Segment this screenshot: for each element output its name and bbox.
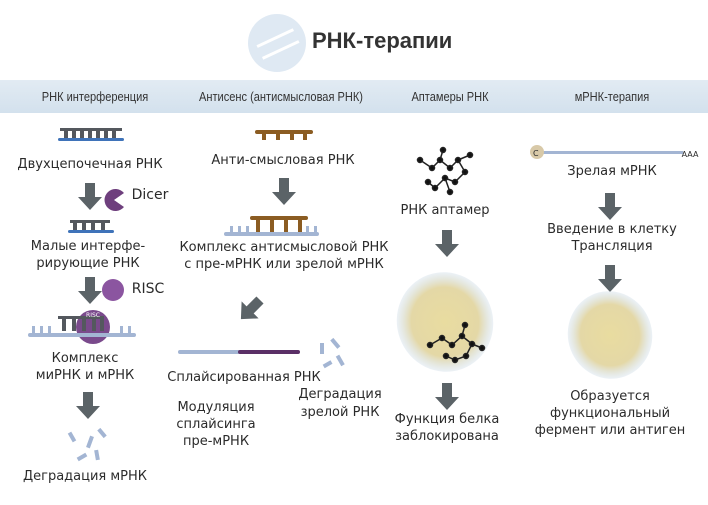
fragments-icon [320, 337, 345, 369]
modulation-label-3: пре-мРНК [182, 434, 250, 449]
complex-label-1: Комплекс [51, 351, 119, 366]
arrow-icon [435, 383, 459, 410]
header-antisense: Антисенс (антисмысловая РНК) [199, 89, 363, 104]
arrow-icon [598, 265, 622, 292]
dicer-label: Dicer [131, 187, 169, 203]
risc-complex-icon [28, 310, 136, 344]
sirna-label-1: Малые интерфе- [30, 239, 146, 254]
protein-icon [396, 272, 494, 372]
protein-icon [567, 291, 653, 379]
sirna-label-2: рирующие РНК [36, 256, 140, 271]
aptamer-result-label-2: заблокирована [395, 429, 499, 444]
antisense-label: Анти-смысловая РНК [211, 153, 355, 168]
mrna-result-label-1: Образуется [570, 389, 650, 404]
dsrna-icon [58, 128, 124, 141]
arrow-icon [78, 183, 102, 210]
mature-degradation-label-2: зрелой РНК [300, 405, 380, 420]
risc-label: RISC [131, 281, 165, 297]
modulation-label-2: сплайсинга [176, 417, 256, 432]
spliced-rna-label: Сплайсированная РНК [167, 370, 321, 385]
header-mrna: мРНК-терапия [574, 89, 650, 104]
sirna-icon [68, 220, 114, 233]
mrna-step-label-1: Введение в клетку [547, 222, 677, 237]
header-band [0, 80, 708, 113]
antisense-complex-label-2: с пре-мРНК или зрелой мРНК [184, 257, 384, 272]
mature-mrna-label: Зрелая мРНК [567, 164, 657, 179]
fragments-icon [67, 427, 107, 462]
header-rnai: РНК интерференция [41, 89, 149, 104]
modulation-label-1: Модуляция [177, 400, 255, 415]
dsrna-label: Двухцепочечная РНК [17, 157, 163, 172]
mrna-step-label-2: Трансляция [571, 239, 653, 254]
arrow-icon [598, 193, 622, 220]
mrna-result-label-3: фермент или антиген [534, 423, 686, 438]
logo-icon [248, 14, 306, 72]
polya-label: AAA [681, 150, 699, 159]
mrna-degradation-label: Деградация мРНК [22, 469, 148, 484]
header-aptamers: Аптамеры РНК [411, 89, 489, 104]
risc-icon [102, 279, 124, 301]
complex-label-2: миРНК и мРНК [35, 368, 135, 383]
arrow-icon [76, 392, 100, 419]
arrow-icon [435, 230, 459, 257]
risc-small-label: RISC [86, 312, 100, 319]
mrna-strand-icon [535, 151, 683, 154]
arrow-icon [78, 277, 102, 304]
arrow-icon [232, 291, 269, 328]
aptamer-icon [416, 146, 474, 196]
antisense-rna-icon [255, 130, 313, 140]
antisense-complex-icon [224, 216, 319, 236]
cap-icon [530, 145, 544, 159]
aptamer-label: РНК аптамер [400, 203, 490, 218]
antisense-complex-label-1: Комплекс антисмысловой РНК [179, 240, 389, 255]
mature-degradation-label-1: Деградация [298, 387, 382, 402]
mrna-result-label-2: функциональный [549, 406, 671, 421]
spliced-rna-icon [178, 350, 300, 354]
aptamer-result-label-1: Функция белка [394, 412, 500, 427]
dicer-icon [104, 189, 124, 211]
page-title: РНК-терапии [312, 28, 453, 53]
cap-label: C [533, 149, 539, 158]
bound-aptamer-icon [426, 321, 486, 364]
arrow-icon [272, 178, 296, 205]
